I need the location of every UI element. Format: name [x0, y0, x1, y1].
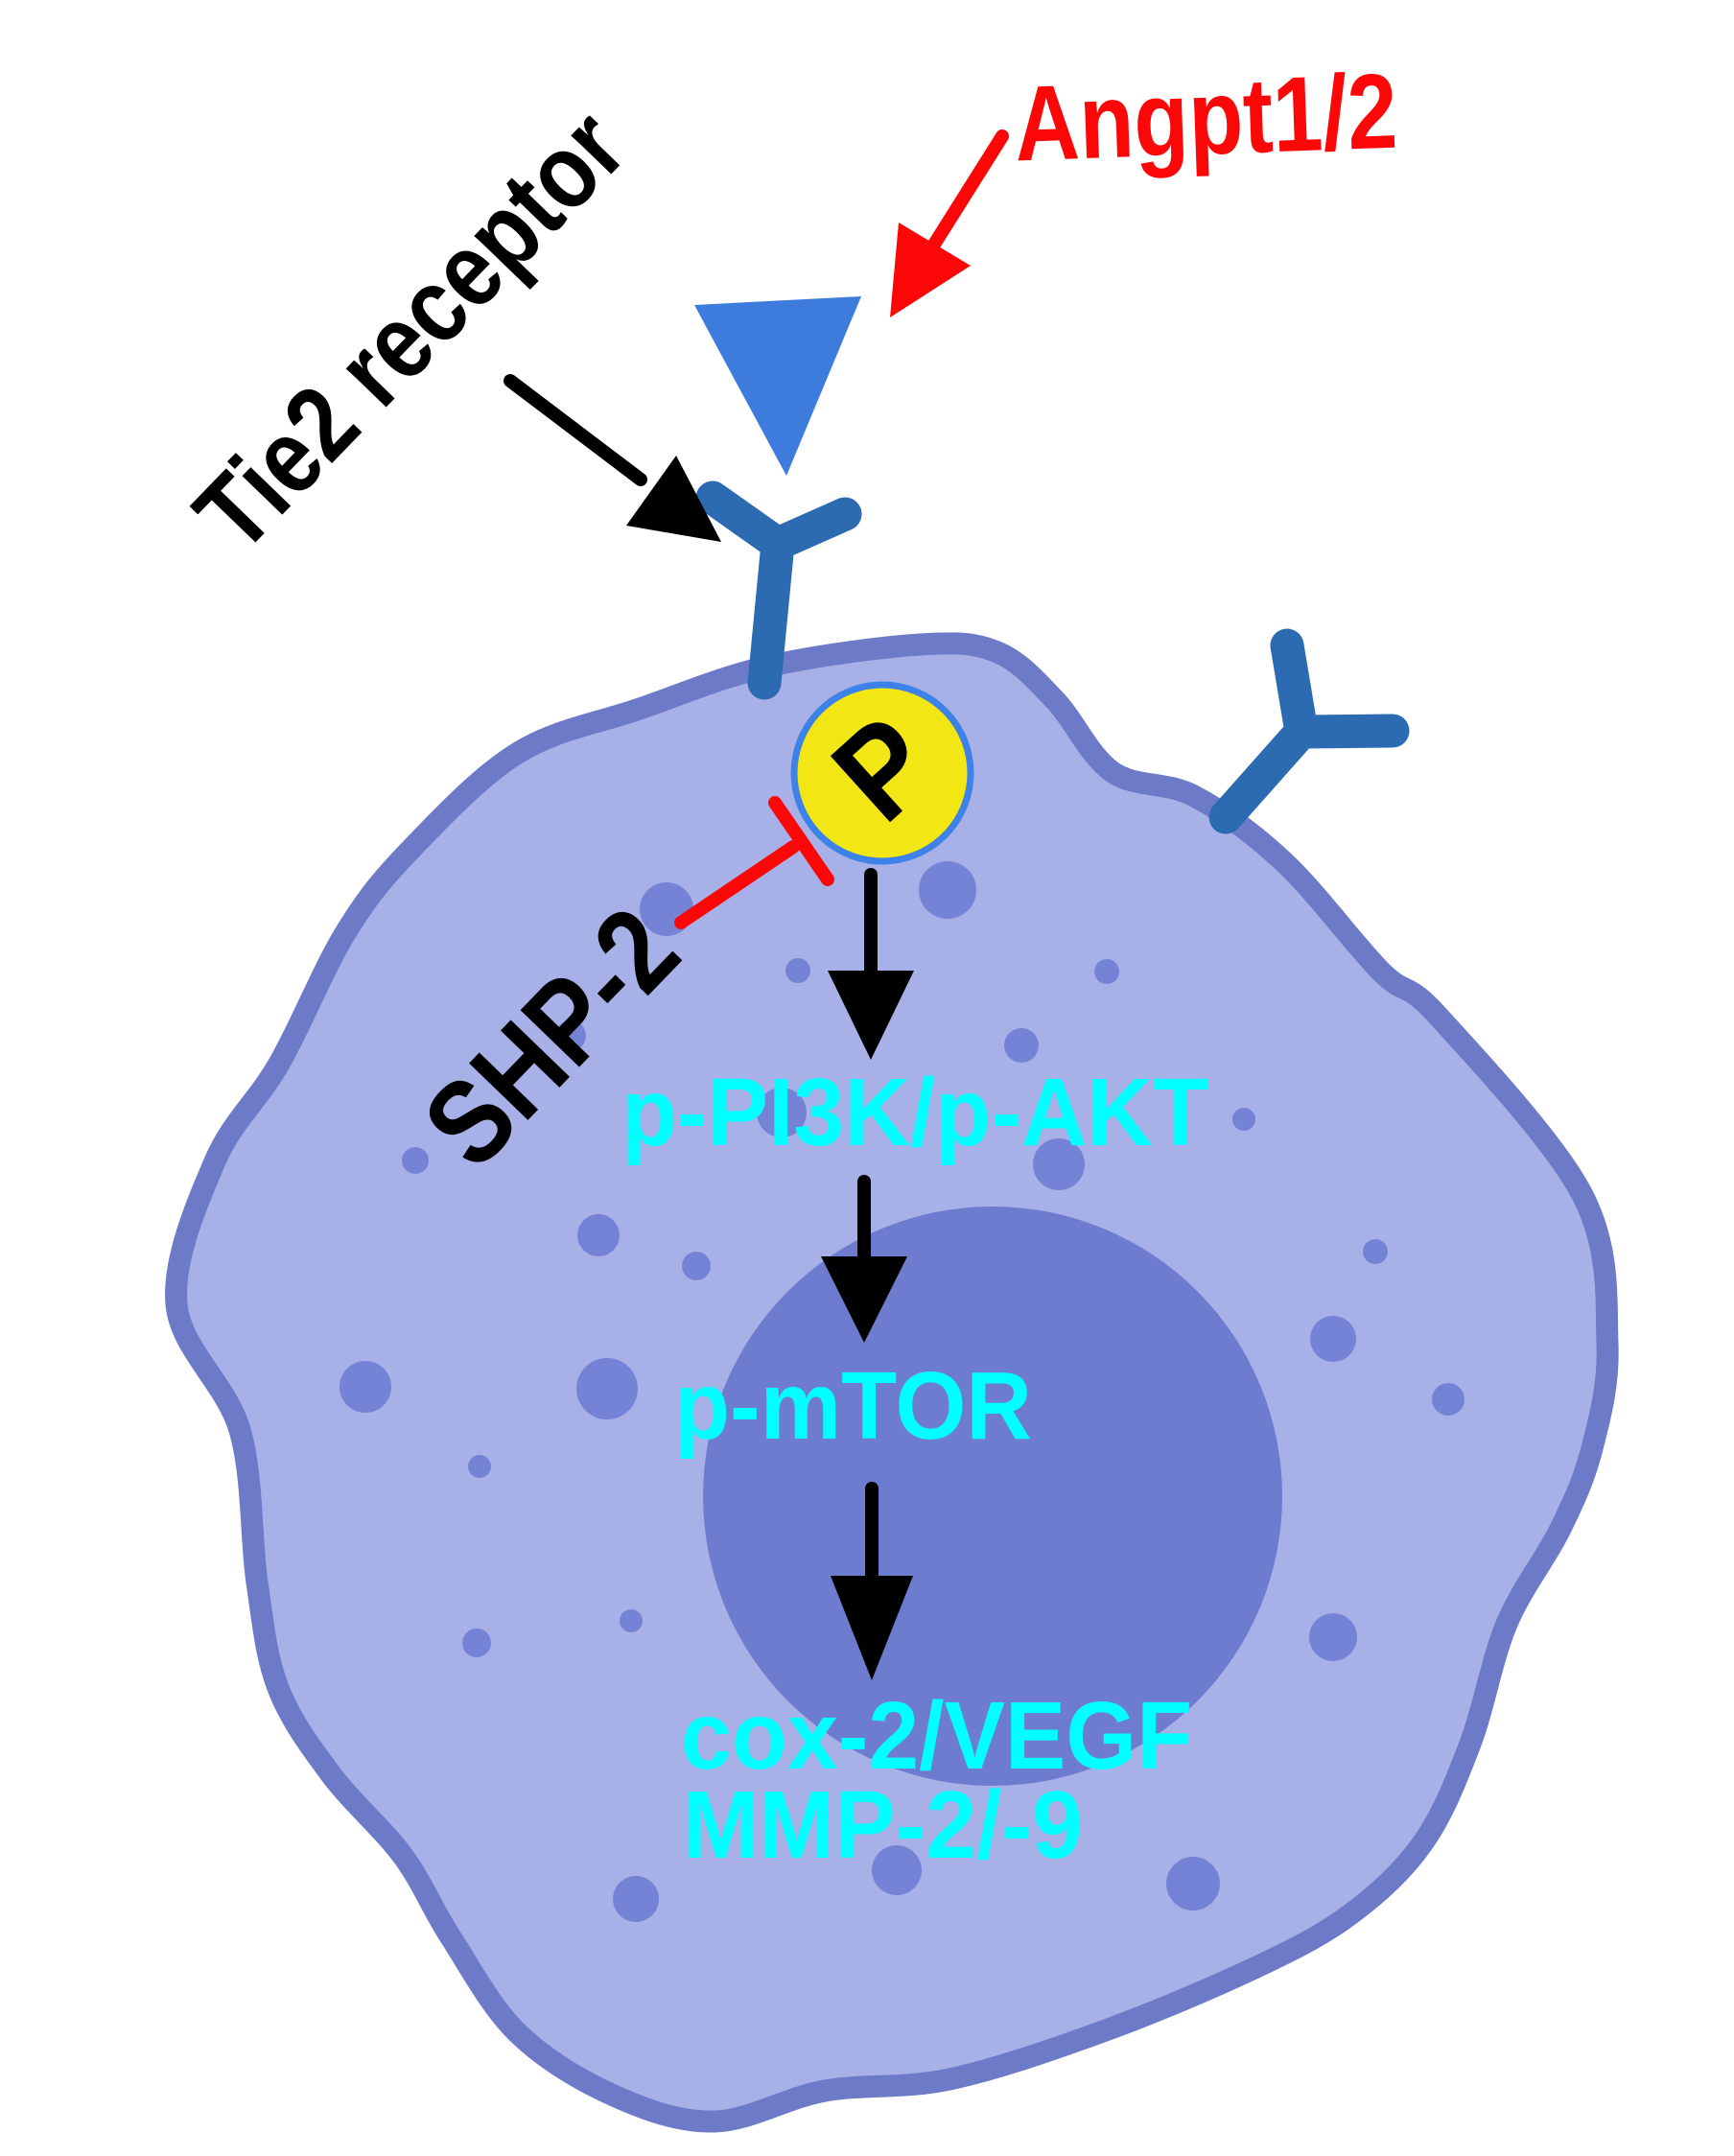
mtor-label: p-mTOR: [674, 1352, 1032, 1460]
granule-dot-icon: [785, 958, 810, 983]
cell-nucleus: [703, 1207, 1282, 1786]
cox-vegf-label: cox-2/VEGF: [681, 1682, 1193, 1790]
angpt-ligand-label: Angpt1/2: [1012, 51, 1399, 184]
granule-dot-icon: [613, 1876, 659, 1922]
angpt-label-arrow-icon: [890, 129, 1009, 317]
granule-dot-icon: [872, 1845, 922, 1895]
granule-dot-icon: [340, 1361, 391, 1413]
granule-dot-icon: [576, 1358, 638, 1419]
granule-dot-icon: [555, 1020, 586, 1051]
cytoplasm-granules: [340, 861, 1465, 1922]
granule-dot-icon: [1232, 1108, 1255, 1131]
granule-dot-icon: [620, 1609, 643, 1632]
granule-dot-icon: [1004, 1028, 1039, 1063]
granule-dot-icon: [577, 1214, 620, 1256]
granule-dot-icon: [468, 1455, 491, 1478]
granule-dot-icon: [1033, 1138, 1085, 1190]
granule-dot-icon: [1310, 1316, 1356, 1362]
granule-dot-icon: [1432, 1383, 1465, 1416]
tie2-label-arrow-icon: [504, 374, 721, 542]
granule-dot-icon: [919, 861, 976, 919]
granule-dot-icon: [1363, 1239, 1388, 1264]
mmp-label: MMP-2/-9: [683, 1771, 1083, 1879]
granule-dot-icon: [682, 1252, 711, 1280]
granule-dot-icon: [462, 1629, 491, 1657]
phospho-circle-icon: [790, 681, 974, 865]
granule-dot-icon: [1094, 959, 1119, 984]
tie2-receptor-left-icon: [695, 480, 862, 700]
granule-dot-icon: [1309, 1613, 1357, 1661]
tie2-receptor-right-icon: [1208, 628, 1410, 834]
angpt-ligand-triangle-icon: [694, 296, 861, 476]
arrow-pi3k-to-mtor-icon: [821, 1175, 907, 1343]
arrow-p-to-pi3k-icon: [828, 868, 914, 1060]
granule-dot-icon: [757, 1088, 807, 1137]
shp2-inhibition-tbar-icon: [674, 796, 834, 929]
granule-dot-icon: [1166, 1857, 1220, 1910]
granule-dot-icon: [402, 1147, 429, 1174]
arrow-mtor-to-outputs-icon: [831, 1482, 913, 1680]
pi3k-akt-label: p-PI3K/p-AKT: [621, 1059, 1209, 1166]
